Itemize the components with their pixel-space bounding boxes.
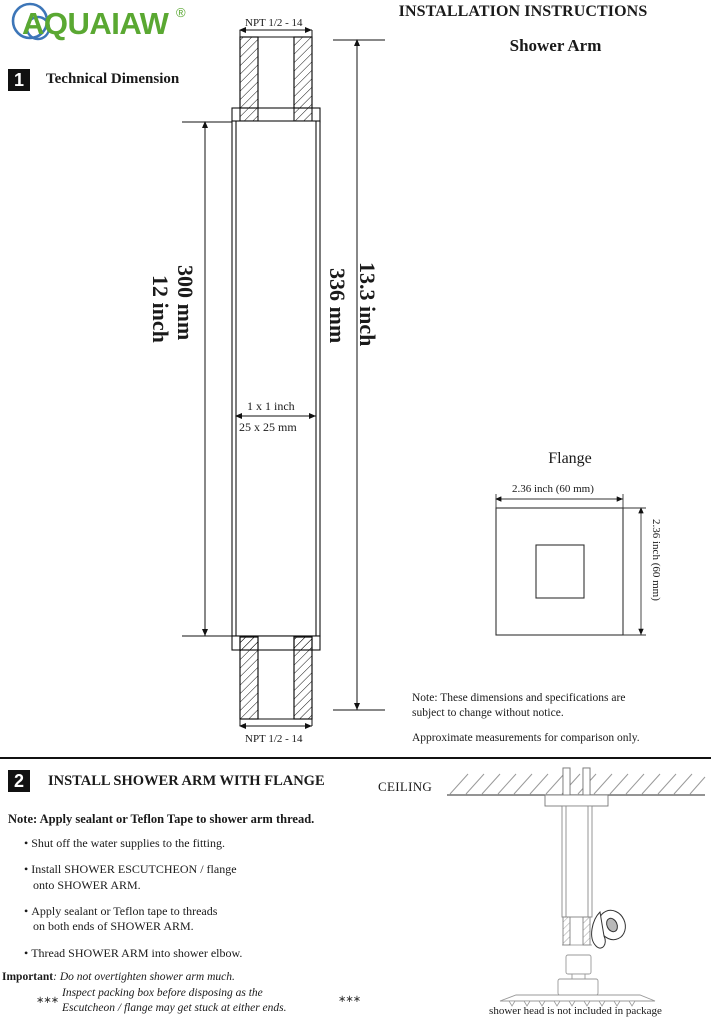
npt-bottom-label: NPT 1/2 - 14 (245, 733, 303, 745)
important-line-3: Escutcheon / flange may get stuck at eit… (62, 1002, 287, 1015)
stars-left: ∗∗∗ (36, 995, 59, 1006)
approximate-note: Approximate measurements for comparison … (412, 732, 640, 744)
shower-arm-pipe (561, 805, 593, 918)
section-2-badge: 2 (8, 770, 30, 792)
logo-inner-circle-icon (25, 15, 51, 41)
sealant-note: Note: Apply sealant or Teflon Tape to sh… (8, 812, 315, 826)
important-note: Important: Do not overtighten shower arm… (2, 970, 402, 1017)
arm-body-outline (231, 36, 321, 720)
important-line-1: : Do not overtighten shower arm much. (53, 971, 235, 983)
dimensions-note: Note: These dimensions and specification… (412, 692, 626, 720)
section-1-badge: 1 (8, 69, 30, 91)
ceiling-thread-stub (562, 767, 591, 797)
registered-mark: ® (176, 5, 186, 20)
logo-wordmark: AQUAIAW (22, 6, 170, 41)
width-mm-label: 25 x 25 mm (239, 420, 297, 434)
important-label: Important (2, 971, 54, 983)
flange-title: Flange (548, 450, 592, 467)
ceiling-label: CEILING (378, 779, 433, 794)
flange-plate (544, 794, 609, 807)
aquaiaw-logo: AQUAIAW ® (8, 2, 208, 42)
section-divider (0, 757, 711, 759)
shower-arm-technical-drawing (182, 27, 385, 729)
document-title: INSTALLATION INSTRUCTIONS (398, 3, 648, 20)
ceiling-hatching-icon (449, 773, 706, 795)
list-item: Thread SHOWER ARM into shower elbow. (24, 946, 374, 961)
section-2-title: INSTALL SHOWER ARM WITH FLANGE (48, 773, 325, 789)
teflon-tape-icon (591, 909, 626, 949)
flange-dimension-lines (495, 494, 646, 636)
stars-right: ∗∗∗ (338, 994, 361, 1005)
lower-thread (562, 916, 592, 946)
shower-nozzles-icon (508, 1000, 636, 1007)
document-subtitle: Shower Arm (509, 36, 602, 55)
dimension-lines (182, 27, 385, 729)
flange-inner-square (535, 544, 585, 599)
list-item: Shut off the water supplies to the fitti… (24, 836, 374, 851)
logo-graphic: AQUAIAW ® (11, 2, 186, 41)
npt-top-label: NPT 1/2 - 14 (245, 17, 303, 29)
important-line-2: Inspect packing box before disposing as … (62, 986, 263, 999)
width-inch-label: 1 x 1 inch (247, 399, 295, 413)
list-item: Apply sealant or Teflon tape to threads … (24, 904, 374, 935)
shower-head-icon (499, 954, 656, 1002)
shower-head-caption: shower head is not included in package (489, 1005, 662, 1017)
flange-technical-drawing (495, 494, 646, 636)
section-1-title: Technical Dimension (46, 71, 180, 87)
flange-width-label: 2.36 inch (60 mm) (512, 483, 594, 495)
installation-steps-list: Shut off the water supplies to the fitti… (24, 836, 374, 972)
list-item: Install SHOWER ESCUTCHEON / flange onto … (24, 862, 374, 893)
